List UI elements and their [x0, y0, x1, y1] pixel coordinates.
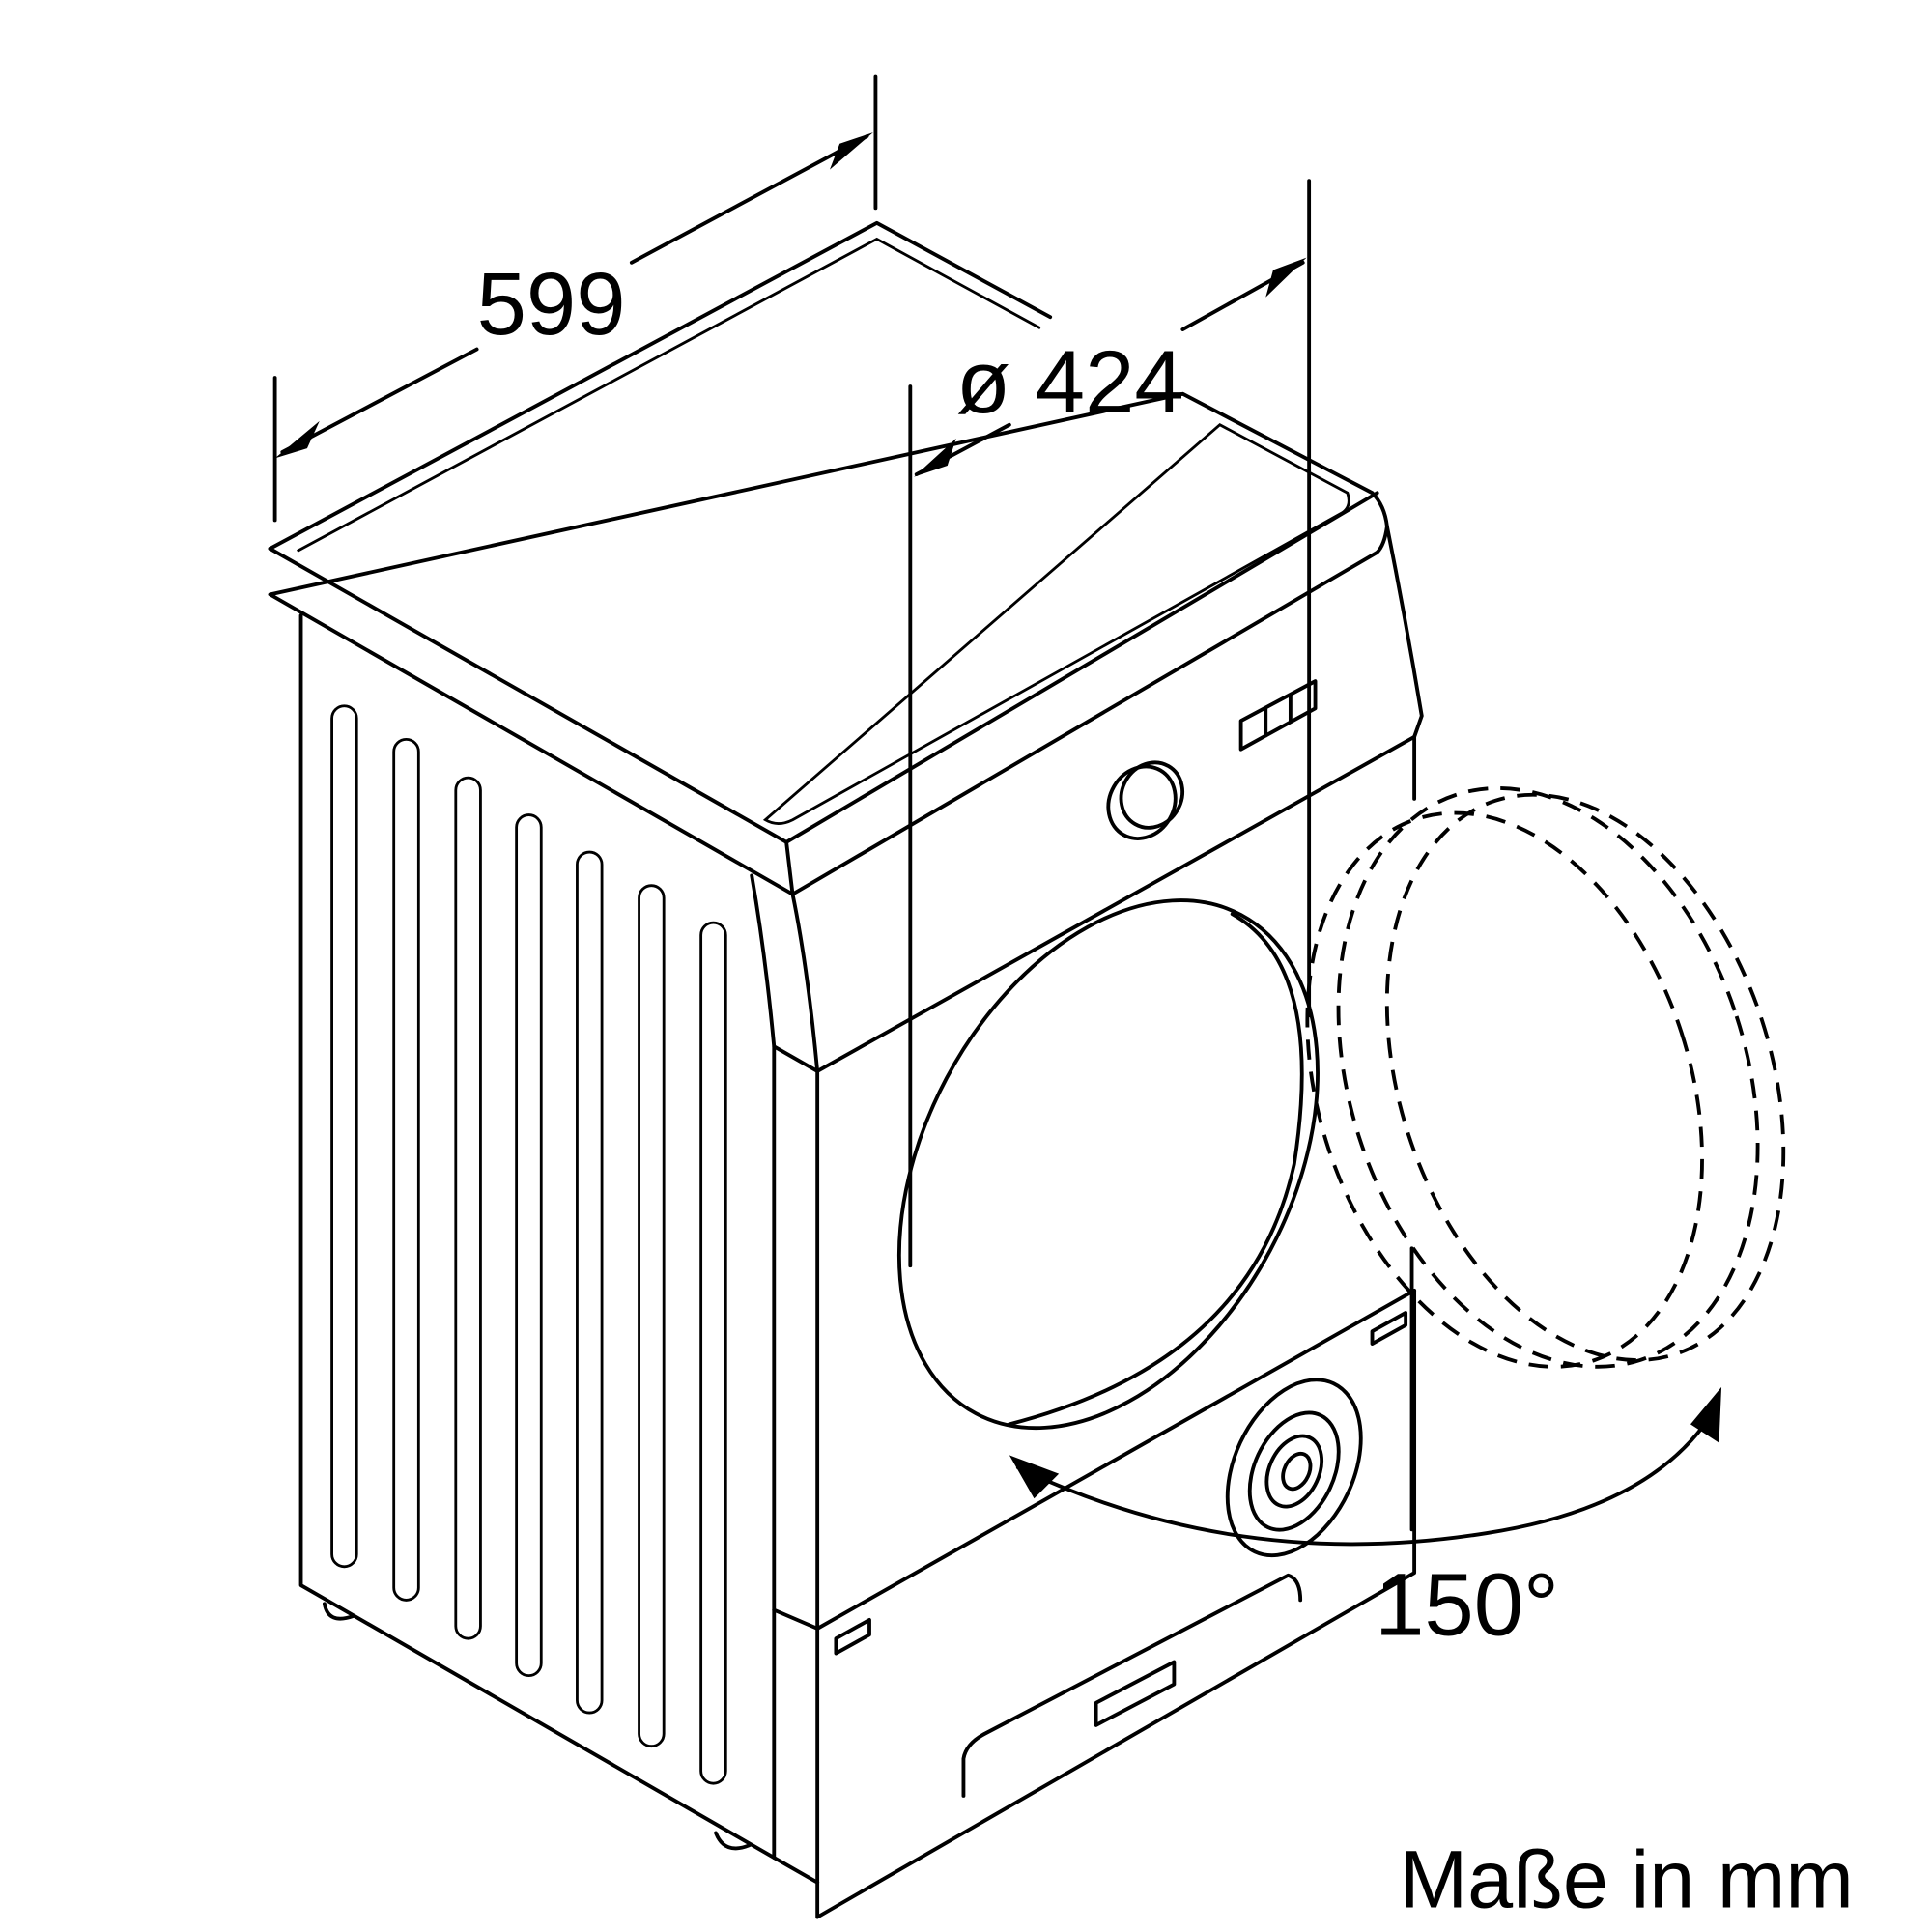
door-angle-label: 150°: [1375, 1553, 1559, 1654]
units-label: Maße in mm: [1400, 1833, 1854, 1924]
side-vent-slots: [330, 704, 727, 1785]
top-lid: [268, 220, 1389, 896]
plinth: [834, 1311, 1408, 1798]
door-open-dashed: [1305, 786, 1786, 1369]
drum-diameter-label: ø 424: [956, 331, 1184, 432]
door-angle-dimension: 150°: [1009, 1246, 1722, 1654]
dryer-body: [298, 524, 1424, 1919]
width-dimension: 599: [272, 74, 878, 523]
control-buttons: [1238, 679, 1318, 752]
drum-diameter-dimension: ø 424: [908, 179, 1312, 1268]
control-panel: [1106, 679, 1318, 840]
width-label: 599: [477, 253, 626, 354]
door-closed: [896, 898, 1320, 1431]
